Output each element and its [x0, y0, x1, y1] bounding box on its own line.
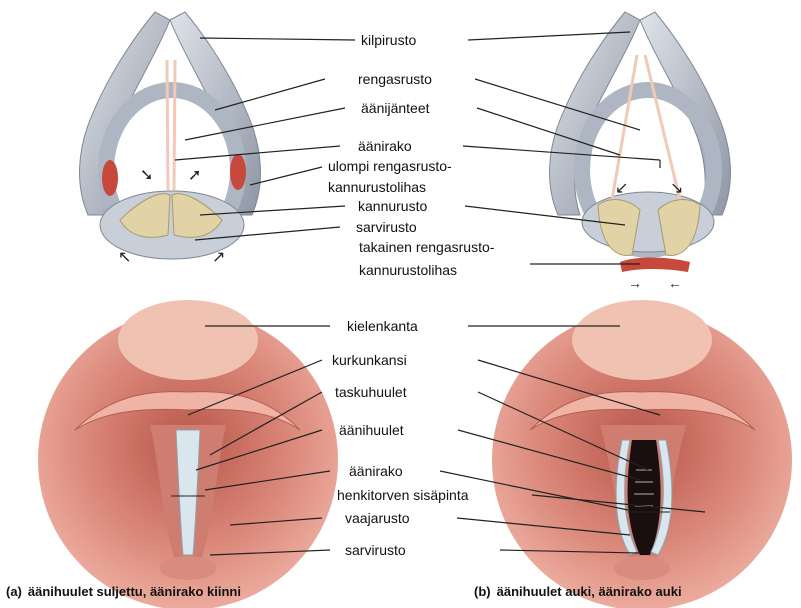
- caption-b: (b) äänihuulet auki, äänirako auki: [474, 584, 682, 599]
- caption-a-letter: (a): [6, 584, 22, 599]
- caption-b-letter: (b): [474, 584, 491, 599]
- label-takainen-2: kannurustolihas: [359, 262, 457, 278]
- label-sarvirusto-top: sarvirusto: [356, 219, 417, 235]
- label-kurkunkansi: kurkunkansi: [332, 352, 407, 368]
- label-aanijanteet: äänijänteet: [361, 100, 430, 116]
- label-henkitorven: henkitorven sisäpinta: [337, 487, 469, 503]
- svg-text:↙: ↙: [615, 180, 628, 197]
- caption-a-text: äänihuulet suljettu, äänirako kiinni: [28, 584, 241, 599]
- label-vaajarusto: vaajarusto: [345, 510, 410, 526]
- label-sarvirusto-bottom: sarvirusto: [345, 542, 406, 558]
- larynx-top-view-open: ↙ ↘ → ←: [550, 12, 731, 291]
- posterior-muscle: [620, 258, 690, 273]
- svg-text:↖: ↖: [118, 249, 131, 266]
- label-kannurusto: kannurusto: [358, 198, 427, 214]
- label-taskuhuulet: taskuhuulet: [335, 384, 407, 400]
- lateral-muscle-left: [102, 160, 118, 196]
- svg-text:➘: ➘: [140, 167, 153, 184]
- lateral-muscle-right: [230, 154, 246, 190]
- larynx-top-view-closed: ➘ ➚ ↖ ↗: [80, 12, 261, 266]
- svg-text:➚: ➚: [188, 167, 201, 184]
- label-ulompi-1: ulompi rengasrusto-: [328, 158, 452, 174]
- svg-text:↗: ↗: [212, 249, 225, 266]
- throat-view-open: [492, 300, 792, 608]
- label-aanihuulet: äänihuulet: [339, 422, 404, 438]
- svg-text:←: ←: [668, 275, 682, 291]
- svg-text:↘: ↘: [670, 180, 683, 197]
- label-takainen-1: takainen rengasrusto-: [359, 239, 494, 255]
- caption-b-text: äänihuulet auki, äänirako auki: [497, 584, 682, 599]
- label-aanirako-bottom: äänirako: [349, 463, 403, 479]
- caption-a: (a) äänihuulet suljettu, äänirako kiinni: [6, 584, 241, 599]
- label-aanirako-top: äänirako: [358, 138, 412, 154]
- throat-view-closed: [38, 300, 338, 608]
- label-kielenkanta: kielenkanta: [347, 318, 418, 334]
- label-ulompi-2: kannurustolihas: [328, 179, 426, 195]
- tongue-base: [118, 300, 258, 380]
- svg-text:→: →: [628, 275, 642, 291]
- label-rengasrusto: rengasrusto: [358, 71, 432, 87]
- label-kilpirusto: kilpirusto: [361, 32, 416, 48]
